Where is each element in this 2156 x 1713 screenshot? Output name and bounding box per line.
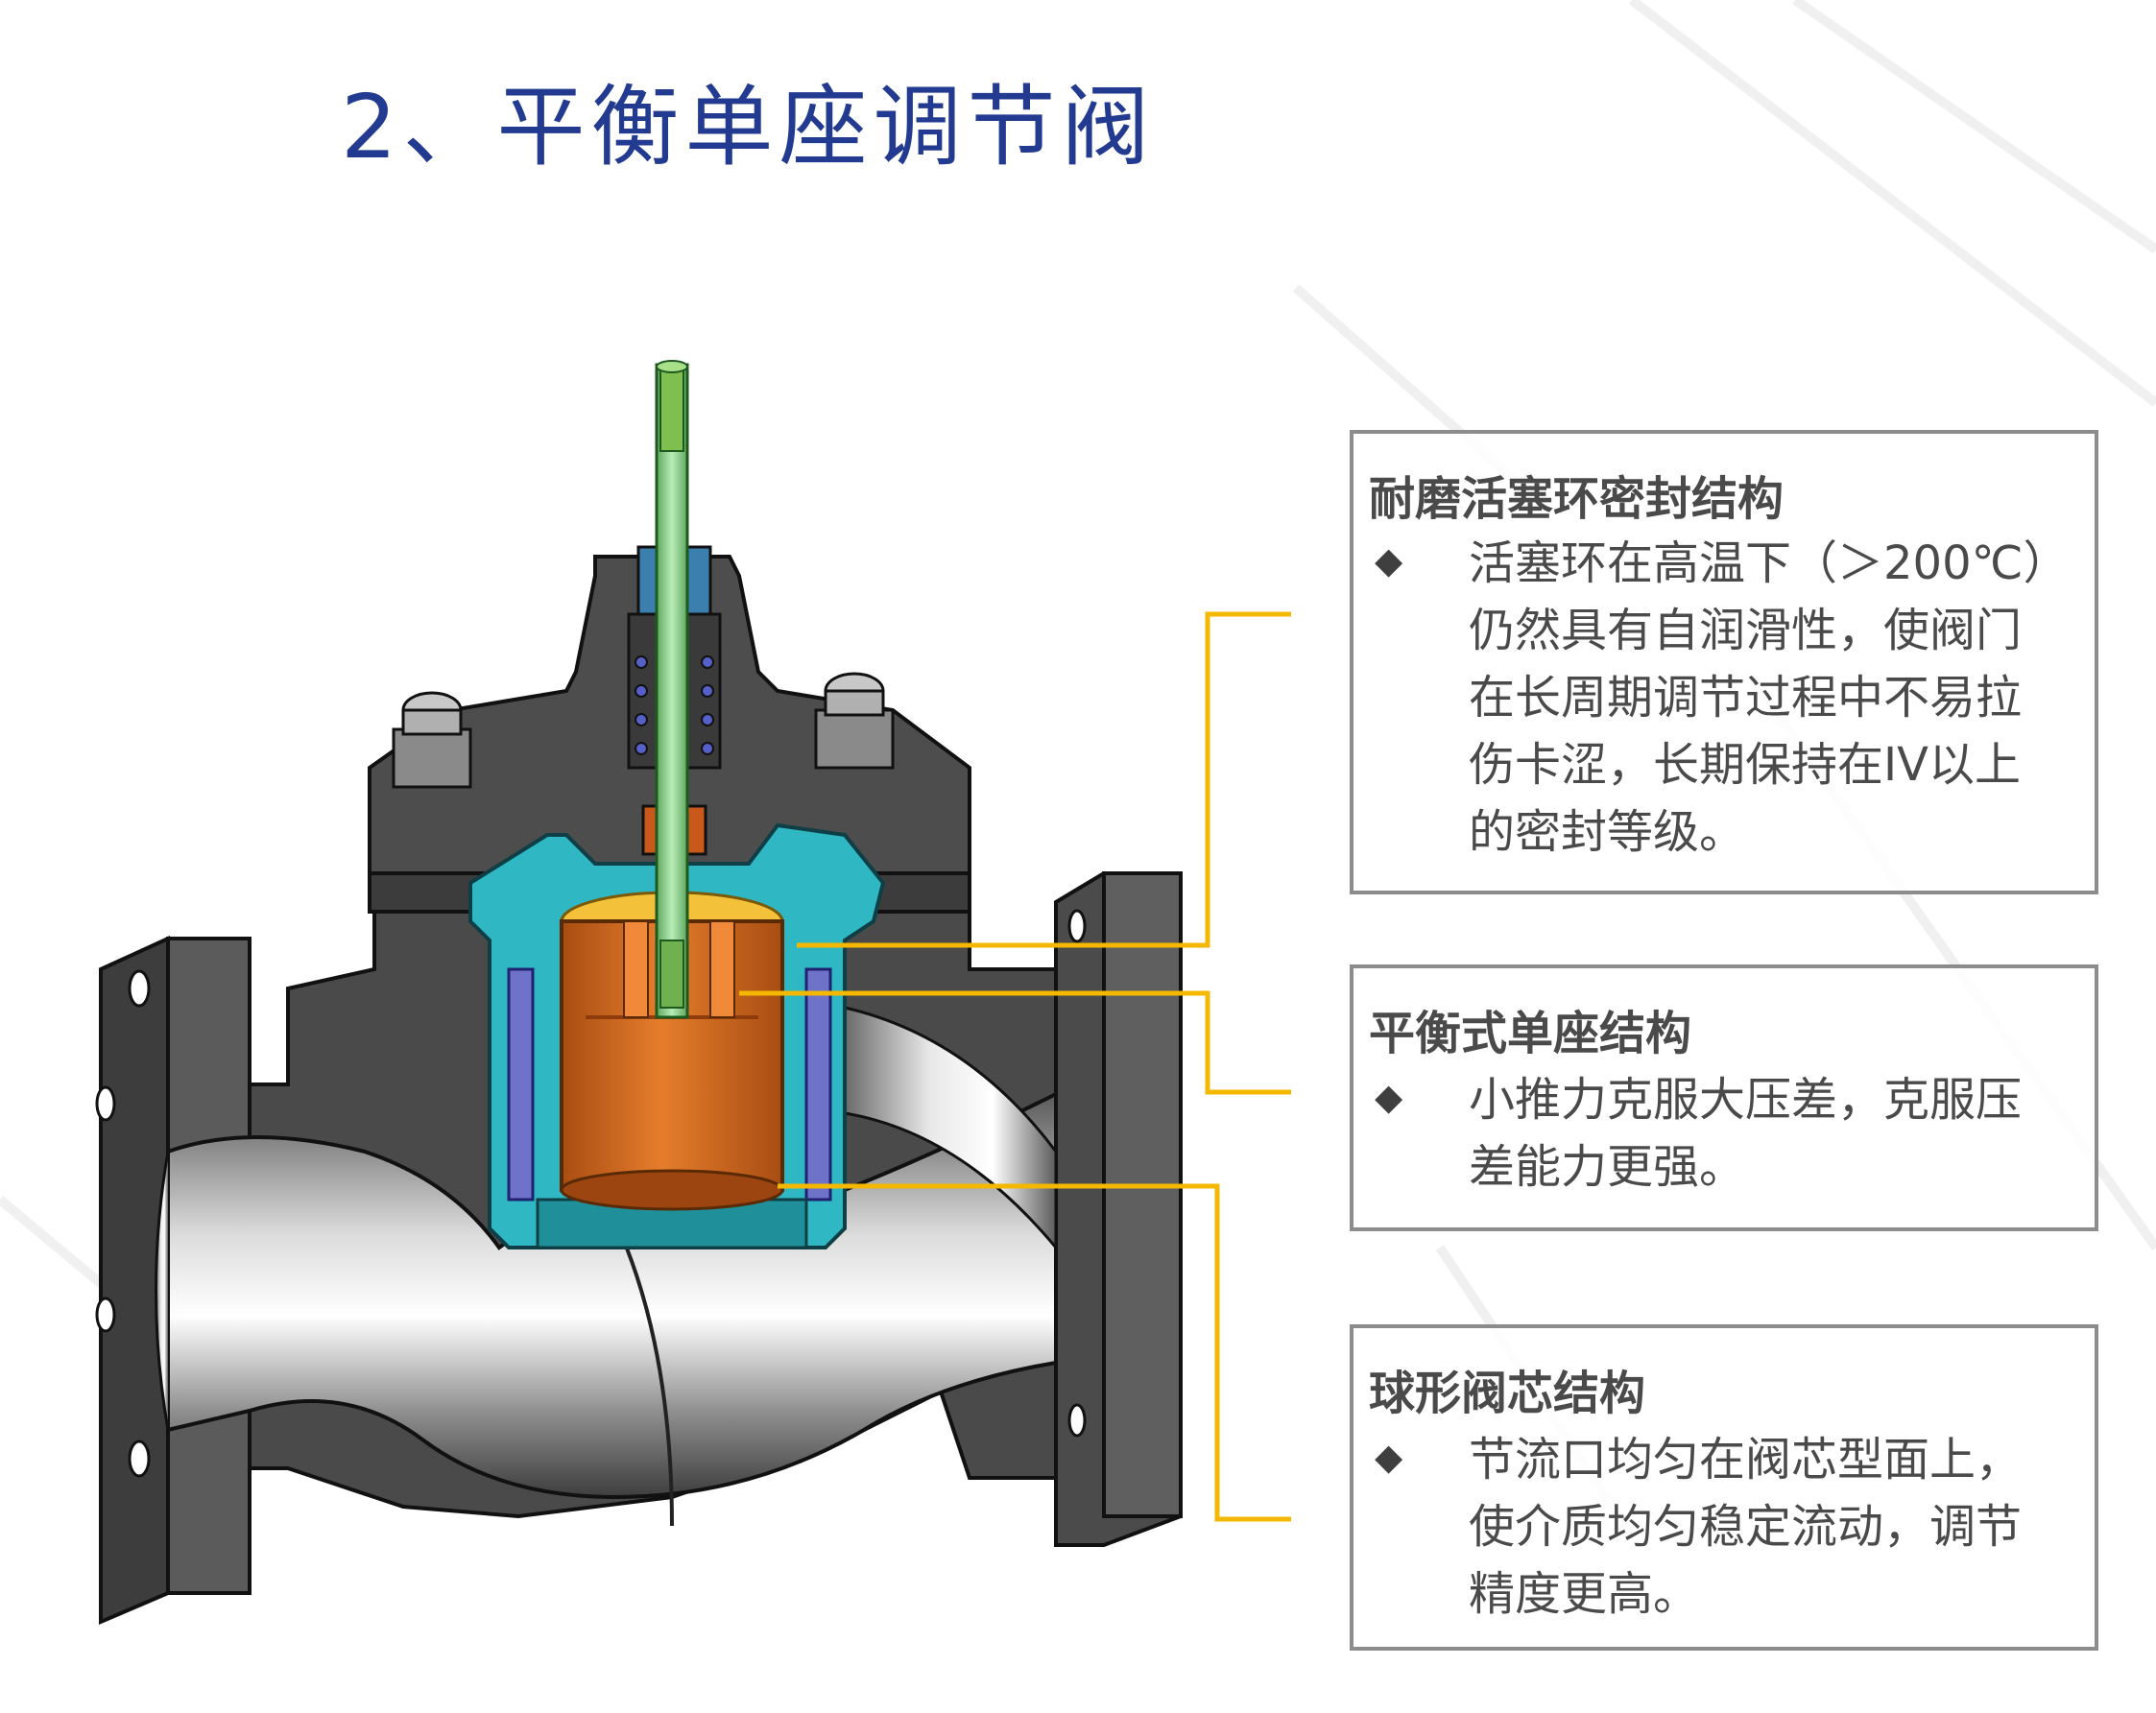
info-box-balanced-single-seat: 平衡式单座结构 ◆ 小推力克服大压差，克服压 差能力更强。 xyxy=(1350,964,2098,1231)
diamond-bullet-icon: ◆ xyxy=(1375,539,1403,582)
bolt-left xyxy=(392,691,472,789)
page-title: 2、平衡单座调节阀 xyxy=(341,76,1156,178)
right-flange xyxy=(1054,871,1183,1547)
box-title: 球形阀芯结构 xyxy=(1369,1367,1646,1420)
info-box-piston-ring-seal: 耐磨活塞环密封结构 ◆ 活塞环在高温下（＞200℃） 仍然具有自润滑性，使阀门 … xyxy=(1350,430,2098,894)
info-box-ball-plug: 球形阀芯结构 ◆ 节流口均匀在阀芯型面上， 使介质均匀稳定流动，调节 精度更高。 xyxy=(1350,1324,2098,1651)
box-body-text: 节流口均匀在阀芯型面上， 使介质均匀稳定流动，调节 精度更高。 xyxy=(1469,1433,2023,1621)
box-title: 平衡式单座结构 xyxy=(1369,1007,1692,1060)
diamond-bullet-icon: ◆ xyxy=(1375,1436,1403,1478)
box-body-text: 小推力克服大压差，克服压 差能力更强。 xyxy=(1469,1073,2023,1194)
box-body-text: 活塞环在高温下（＞200℃） 仍然具有自润滑性，使阀门 在长周期调节过程中不易拉… xyxy=(1469,536,2070,859)
valve-stem xyxy=(655,360,689,1019)
diamond-bullet-icon: ◆ xyxy=(1375,1076,1403,1118)
bolt-right xyxy=(814,672,895,770)
box-title: 耐磨活塞环密封结构 xyxy=(1369,472,1785,526)
